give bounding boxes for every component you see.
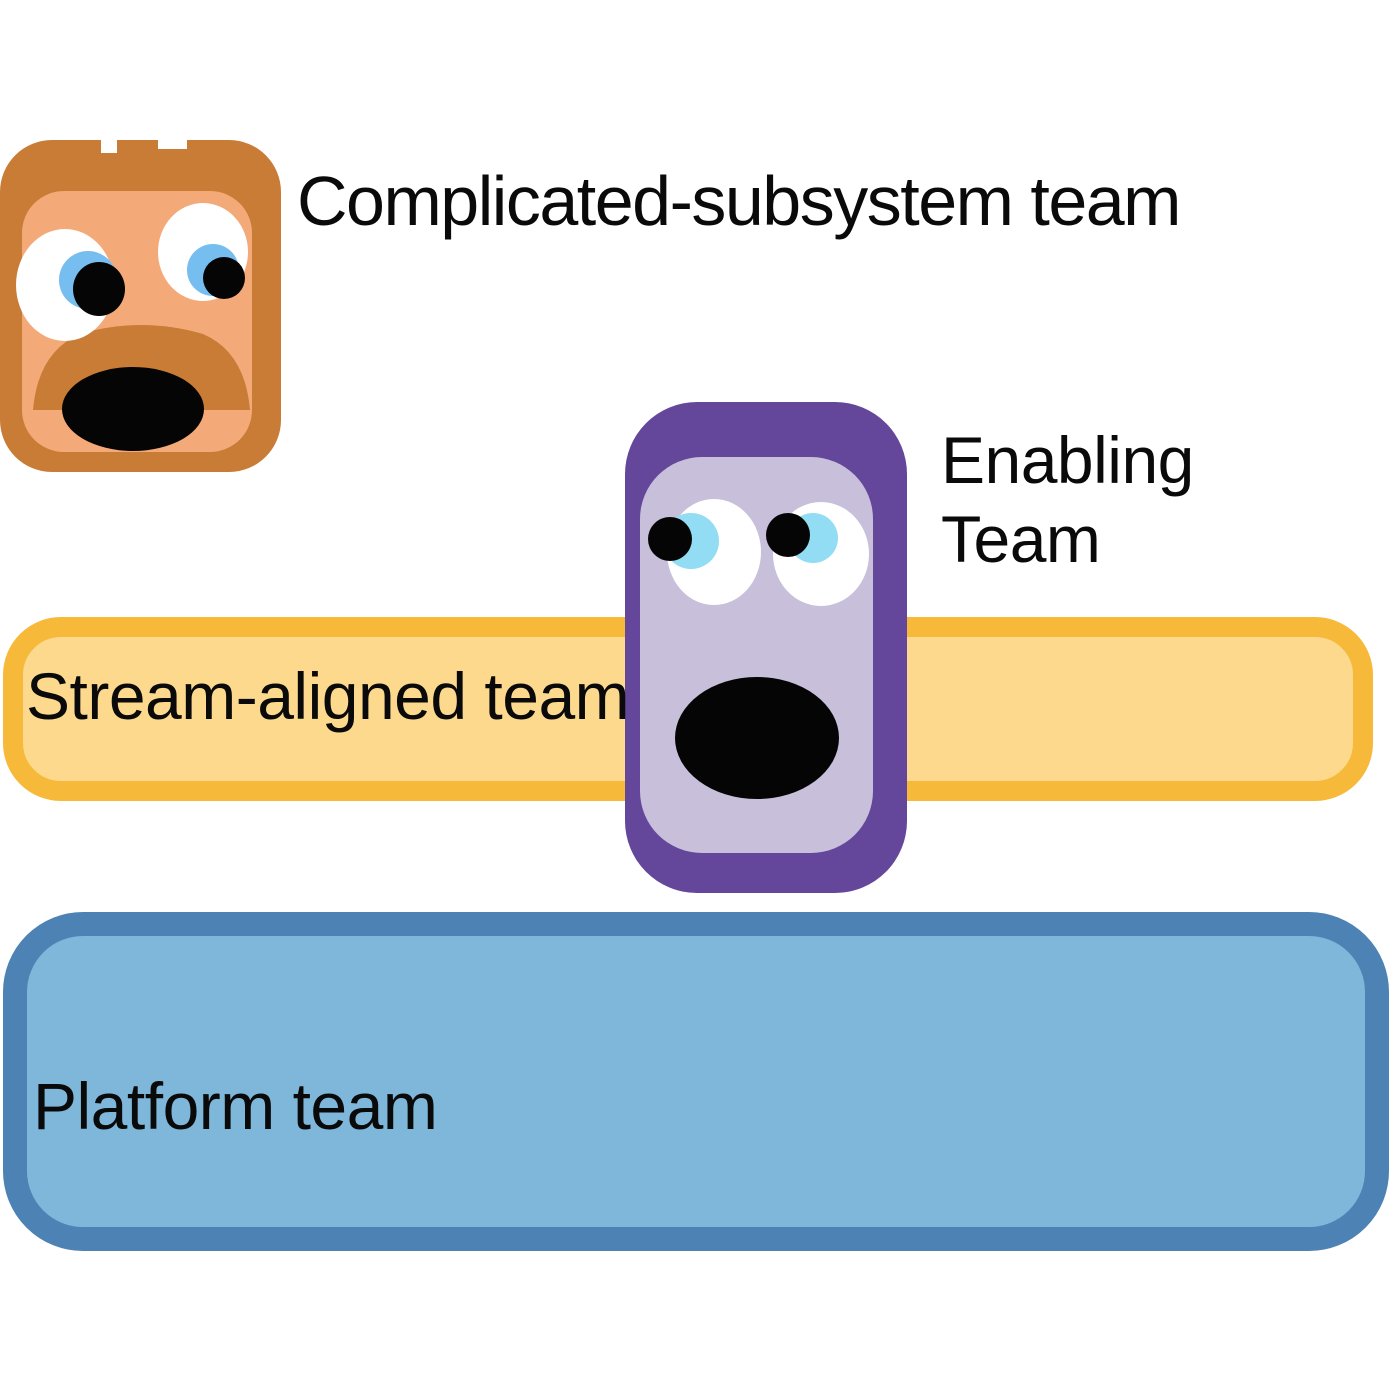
hair-notch-2 bbox=[158, 140, 187, 149]
hair-notch-1 bbox=[101, 140, 117, 153]
character-enabling-team bbox=[625, 402, 907, 893]
mouth bbox=[62, 367, 204, 451]
right-eye-pupil bbox=[203, 257, 245, 299]
team-label-stream-aligned: Stream-aligned team bbox=[26, 659, 630, 733]
team-label-enabling: Enabling Team bbox=[941, 423, 1194, 576]
right-eye-pupil bbox=[766, 513, 810, 557]
left-eye-pupil bbox=[73, 262, 125, 316]
team-label-complicated-subsystem: Complicated-subsystem team bbox=[297, 162, 1182, 240]
character-complicated-subsystem-team bbox=[0, 140, 281, 472]
left-eye-pupil bbox=[648, 517, 692, 561]
team-label-platform: Platform team bbox=[33, 1069, 438, 1143]
mouth bbox=[675, 677, 839, 799]
bar-platform-team bbox=[3, 912, 1389, 1251]
